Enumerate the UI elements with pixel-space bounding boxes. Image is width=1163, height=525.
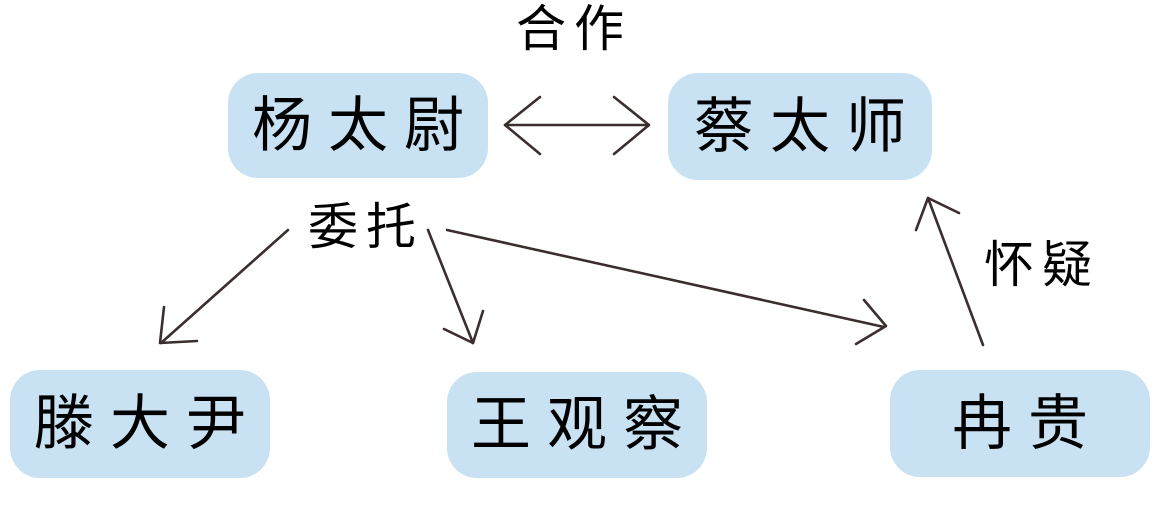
cooperation-double-arrow — [503, 95, 651, 156]
node-cai-taishi: 蔡太师 — [668, 73, 932, 180]
entrust-arrow-to-wang — [426, 228, 485, 345]
edge-label-entrust: 委托 — [308, 198, 424, 256]
entrust-arrow-to-ran — [445, 228, 888, 346]
node-wang-guancha: 王观察 — [447, 372, 707, 478]
edge-label-suspicion: 怀疑 — [984, 236, 1100, 294]
node-yang-taiwei: 杨太尉 — [228, 73, 488, 178]
node-teng-dayin: 滕大尹 — [10, 370, 270, 478]
node-ran-gui: 冉贵 — [890, 370, 1150, 477]
suspicion-arrow-to-cai — [914, 196, 985, 347]
edge-label-cooperation: 合作 — [516, 0, 632, 58]
entrust-arrow-to-teng — [158, 228, 290, 345]
